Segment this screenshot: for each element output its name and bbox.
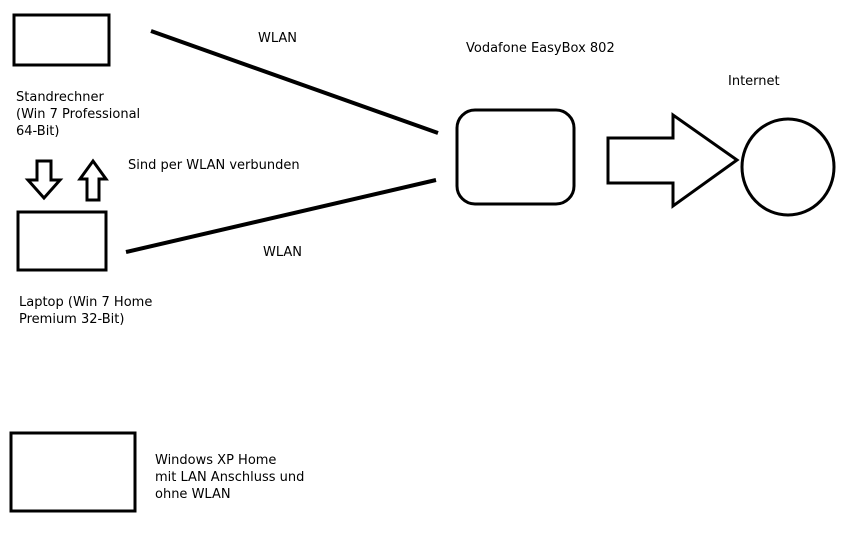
laptop-box <box>16 210 108 272</box>
standrechner-label-line: Standrechner <box>16 90 104 105</box>
down-arrow <box>24 159 64 201</box>
xp-pc-label: Windows XP Home mit LAN Anschluss und oh… <box>155 452 304 503</box>
wlan-line-top <box>150 29 439 135</box>
xp-pc-label-line: Windows XP Home <box>155 453 277 468</box>
xp-pc-box <box>9 431 137 513</box>
standrechner-label: Standrechner (Win 7 Professional 64-Bit) <box>16 89 140 140</box>
standrechner-label-line: 64-Bit) <box>16 124 60 139</box>
internet-circle <box>740 117 836 217</box>
standrechner-label-line: (Win 7 Professional <box>16 107 141 122</box>
router-label: Vodafone EasyBox 802 <box>466 41 615 56</box>
router-box <box>455 108 576 206</box>
wlan-line-bottom <box>125 178 437 254</box>
wlan-label-top: WLAN <box>258 31 298 46</box>
up-arrow <box>77 158 109 202</box>
standrechner-box <box>12 13 111 67</box>
wlan-label-bottom: WLAN <box>263 245 303 260</box>
internet-arrow <box>606 112 740 209</box>
pc-laptop-connection-label: Sind per WLAN verbunden <box>128 158 300 173</box>
xp-pc-label-line: mit LAN Anschluss und <box>155 470 305 485</box>
laptop-label: Laptop (Win 7 Home Premium 32-Bit) <box>19 294 152 328</box>
xp-pc-label-line: ohne WLAN <box>155 487 231 502</box>
laptop-label-line: Laptop (Win 7 Home <box>19 295 153 310</box>
internet-label: Internet <box>728 74 780 89</box>
laptop-label-line: Premium 32-Bit) <box>19 312 125 327</box>
